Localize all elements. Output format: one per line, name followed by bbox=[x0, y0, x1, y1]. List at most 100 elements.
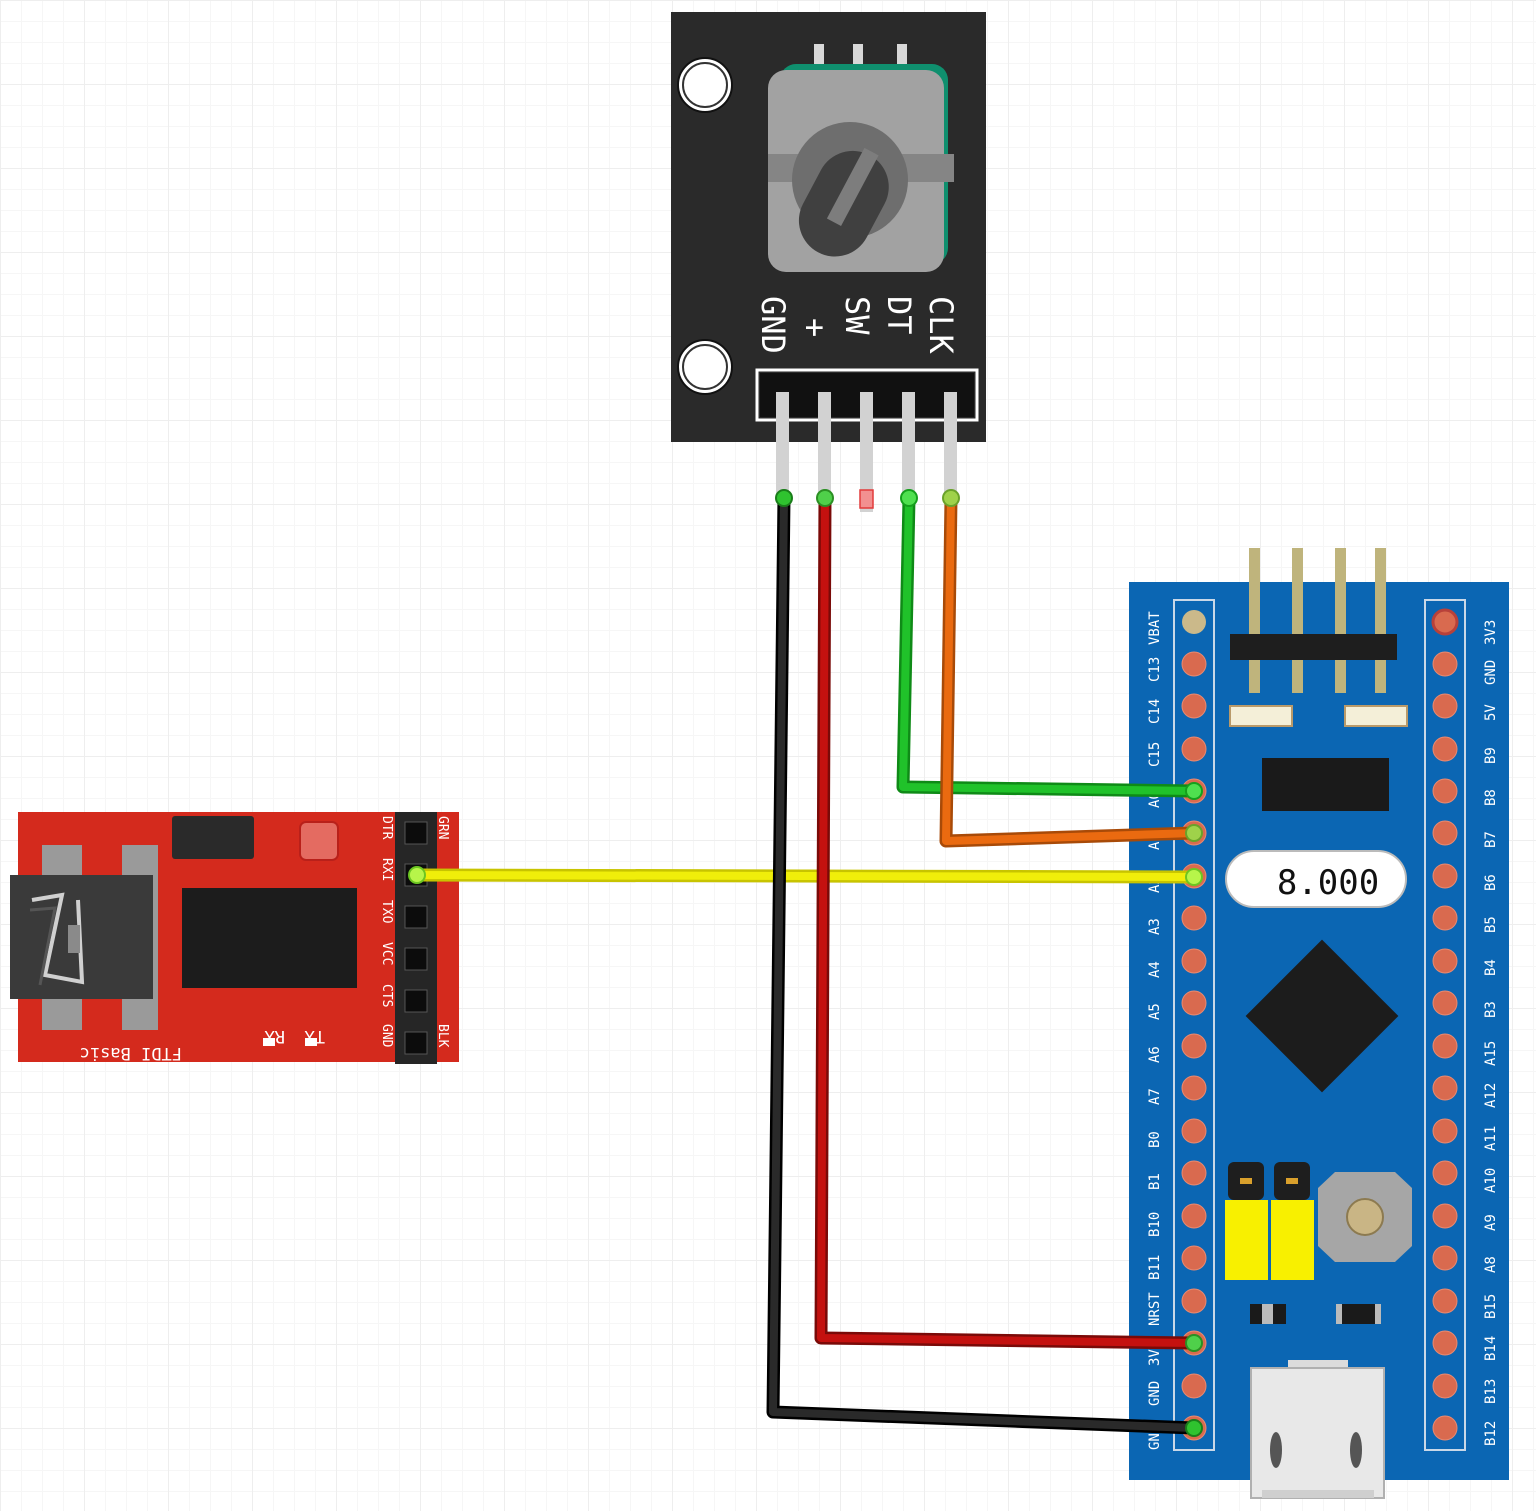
boot-jumpers[interactable] bbox=[1225, 1162, 1314, 1280]
ftdi-pin[interactable] bbox=[404, 989, 428, 1013]
pot-leg bbox=[897, 44, 907, 68]
pin[interactable] bbox=[1432, 651, 1458, 677]
pin[interactable] bbox=[1432, 1415, 1458, 1441]
pin[interactable] bbox=[1181, 1118, 1207, 1144]
pin[interactable] bbox=[1181, 1288, 1207, 1314]
pin[interactable] bbox=[1181, 1075, 1207, 1101]
pin-label: B0 bbox=[1147, 1131, 1163, 1148]
wire-rx-yellow[interactable] bbox=[408, 866, 1203, 886]
mount-hole bbox=[677, 339, 733, 395]
smd-resistor bbox=[1336, 1304, 1381, 1324]
encoder-pin[interactable] bbox=[944, 392, 957, 502]
regulator-chip bbox=[1262, 758, 1389, 811]
encoder-pin[interactable] bbox=[860, 392, 873, 512]
pin[interactable] bbox=[1432, 1288, 1458, 1314]
ftdi-pin[interactable] bbox=[404, 905, 428, 929]
ftdi-board-label: FTDI Basic bbox=[80, 1043, 182, 1063]
unconnected-pin-end bbox=[859, 489, 874, 509]
pin-label: A8 bbox=[1483, 1256, 1499, 1273]
ftdi-pin[interactable] bbox=[404, 947, 428, 971]
pin[interactable] bbox=[1181, 1245, 1207, 1271]
pin[interactable] bbox=[1432, 990, 1458, 1016]
pin[interactable] bbox=[1181, 1160, 1207, 1186]
pin[interactable] bbox=[1181, 990, 1207, 1016]
encoder-pin[interactable] bbox=[818, 392, 831, 502]
pin[interactable] bbox=[1181, 1373, 1207, 1399]
encoder-pin-label-sw: SW bbox=[838, 296, 876, 335]
pin[interactable] bbox=[1432, 1373, 1458, 1399]
pin[interactable] bbox=[1432, 693, 1458, 719]
pin[interactable] bbox=[1432, 1203, 1458, 1229]
pin[interactable] bbox=[1432, 1075, 1458, 1101]
ftdi-chip bbox=[182, 888, 357, 988]
pin-label: B11 bbox=[1147, 1255, 1163, 1280]
pin-label: A10 bbox=[1483, 1168, 1499, 1193]
encoder-pin[interactable] bbox=[776, 392, 789, 502]
tx-led bbox=[305, 1038, 317, 1046]
pin-label: NRST bbox=[1147, 1292, 1163, 1326]
pin[interactable] bbox=[1432, 736, 1458, 762]
pot-leg bbox=[814, 44, 824, 68]
pin-label: GND bbox=[1147, 1381, 1163, 1406]
pin[interactable] bbox=[1432, 1330, 1458, 1356]
reset-button[interactable] bbox=[1318, 1172, 1412, 1262]
pin[interactable] bbox=[1432, 778, 1458, 804]
ftdi-pin[interactable] bbox=[404, 1031, 428, 1055]
ftdi-basic-board: FTDI Basic TX RX DTR RXI TXO VCC CTS GND… bbox=[10, 812, 459, 1064]
wire-dt-green[interactable] bbox=[896, 489, 1203, 800]
pin[interactable] bbox=[1432, 820, 1458, 846]
micro-usb-connector[interactable] bbox=[1250, 1360, 1385, 1499]
pin[interactable] bbox=[1181, 948, 1207, 974]
pin-label: B14 bbox=[1483, 1336, 1499, 1361]
pin-label: B9 bbox=[1483, 747, 1499, 764]
pin[interactable] bbox=[1432, 1160, 1458, 1186]
voltage-regulator bbox=[172, 816, 254, 859]
pin-label: A6 bbox=[1147, 1046, 1163, 1063]
wire-gnd-black[interactable] bbox=[766, 489, 1203, 1437]
wires bbox=[408, 489, 1203, 1437]
pin[interactable] bbox=[1432, 948, 1458, 974]
pin-label: A3 bbox=[1147, 918, 1163, 935]
pin[interactable] bbox=[1181, 736, 1207, 762]
wire-vcc-red[interactable] bbox=[814, 489, 1203, 1352]
rx-led bbox=[263, 1038, 275, 1046]
ftdi-pin-label-cts: CTS bbox=[379, 984, 394, 1007]
pin-label: 5V bbox=[1483, 704, 1499, 721]
pot-leg bbox=[853, 44, 863, 68]
pin[interactable] bbox=[1181, 651, 1207, 677]
pin[interactable] bbox=[1432, 1118, 1458, 1144]
pin-label: A7 bbox=[1147, 1088, 1163, 1105]
pin[interactable] bbox=[1432, 863, 1458, 889]
pin-label: 3V3 bbox=[1483, 620, 1499, 645]
pin[interactable] bbox=[1181, 1033, 1207, 1059]
encoder-pin[interactable] bbox=[902, 392, 915, 502]
pin-label: C14 bbox=[1147, 699, 1163, 724]
swd-header[interactable] bbox=[1230, 548, 1397, 693]
crystal-label: 8.000 bbox=[1277, 863, 1379, 903]
wire-clk-orange[interactable] bbox=[939, 489, 1203, 848]
encoder-pin-label-gnd: GND bbox=[754, 296, 792, 354]
pin[interactable] bbox=[1181, 905, 1207, 931]
ftdi-pin-label-txo: TXO bbox=[379, 900, 394, 924]
pin-label: GND bbox=[1483, 660, 1499, 685]
pin-vbat[interactable] bbox=[1182, 610, 1206, 634]
pin[interactable] bbox=[1432, 1245, 1458, 1271]
pin[interactable] bbox=[1432, 1033, 1458, 1059]
pin[interactable] bbox=[1181, 1203, 1207, 1229]
pin-label: B13 bbox=[1483, 1379, 1499, 1404]
pin-label: A5 bbox=[1147, 1003, 1163, 1020]
pin-3v3[interactable] bbox=[1431, 608, 1459, 636]
pin-label: C13 bbox=[1147, 657, 1163, 682]
pin[interactable] bbox=[1432, 905, 1458, 931]
led bbox=[1344, 705, 1408, 727]
pin-label: B10 bbox=[1147, 1212, 1163, 1237]
pin-label: C15 bbox=[1147, 742, 1163, 767]
ftdi-pin[interactable] bbox=[404, 821, 428, 845]
pin[interactable] bbox=[1181, 693, 1207, 719]
pin-label: B8 bbox=[1483, 789, 1499, 806]
pin-label: B7 bbox=[1483, 831, 1499, 848]
ftdi-blk-label: BLK bbox=[435, 1024, 450, 1048]
pin-label: A15 bbox=[1483, 1041, 1499, 1066]
pin-label: B6 bbox=[1483, 874, 1499, 891]
